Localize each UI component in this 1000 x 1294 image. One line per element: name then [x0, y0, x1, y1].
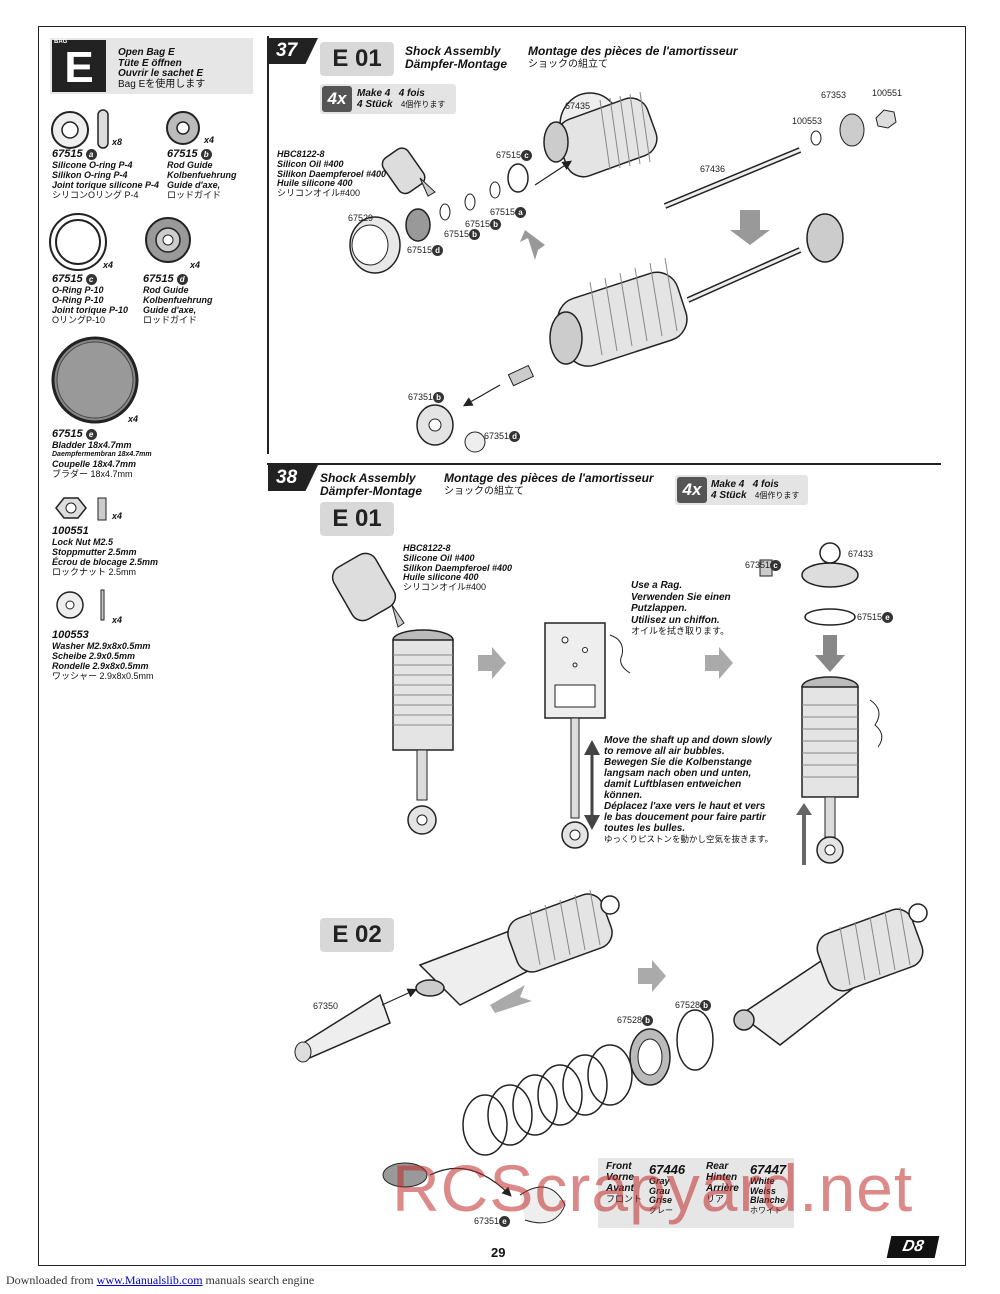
- footer: Downloaded from www.Manualslib.com manua…: [6, 1273, 315, 1287]
- cap-67433-icon: [759, 542, 859, 588]
- parts-illustrations: [49, 109, 200, 621]
- spring-color-box: [598, 1158, 794, 1228]
- step-37-oil-note: HBC8122-8 Silicon Oil #400 Silikon Daemp…: [277, 149, 387, 199]
- shock-assembled-e02-icon: [415, 889, 620, 1006]
- step-divider: [267, 463, 941, 465]
- cone-67350-icon: [294, 993, 391, 1063]
- shock-full-icon: [801, 676, 883, 864]
- bladder-e-icon: [804, 608, 856, 626]
- step-38-title: Shock Assembly Dämpfer-Montage: [320, 471, 423, 498]
- washer-nut-icon: [810, 109, 897, 147]
- washer-icon: [56, 589, 105, 621]
- d8-logo: D8: [886, 1236, 940, 1258]
- bag-tag: BAG: [54, 39, 68, 45]
- front-spring-label: Front Vorne Avant フロント: [606, 1161, 643, 1204]
- step-37-illustration: [349, 91, 897, 453]
- step-38-number: 38: [268, 465, 318, 491]
- bladder-icon: [51, 336, 139, 424]
- part-67515a: 67515 a Silicone O-ring P-4 Silikon O-ri…: [52, 148, 160, 200]
- part-67515b: 67515 b Rod Guide Kolbenfuehrung Guide d…: [167, 148, 237, 200]
- step-38-oil-note: HBC8122-8 Silicone Oil #400 Silikon Daem…: [403, 543, 513, 593]
- part-qty: x4: [190, 260, 201, 270]
- label-67353: 67353: [821, 90, 847, 100]
- shock-body-top-icon: [543, 91, 658, 178]
- part-100551: 100551 Lock Nut M2.5 Stoppmutter 2.5mm É…: [52, 525, 159, 577]
- label-67436: 67436: [700, 164, 726, 174]
- step-37-title-fr: Montage des pièces de l'amortisseur ショック…: [528, 44, 738, 71]
- part-100553: 100553 Washer M2.9x8x0.5mm Scheibe 2.9x0…: [52, 629, 154, 681]
- oil-bottle-icon: [381, 147, 436, 197]
- step-38-illustration: [294, 542, 928, 1224]
- part-qty: x4: [112, 511, 123, 521]
- step-37-number: 37: [268, 38, 318, 64]
- step-37-title: Shock Assembly Dämpfer-Montage: [405, 44, 508, 71]
- part-qty: x4: [103, 260, 114, 270]
- part-qty: x8: [112, 137, 123, 147]
- rod-guide-icon: [405, 208, 431, 242]
- part-67515d: 67515 d Rod Guide Kolbenfuehrung Guide d…: [143, 273, 213, 325]
- bag-letter: E: [52, 40, 106, 92]
- part-qty: x4: [112, 615, 123, 625]
- label-100551: 100551: [872, 88, 903, 98]
- rod-end-icon: [416, 364, 535, 453]
- label-100553: 100553: [792, 116, 823, 126]
- part-67515c: 67515 c O-Ring P-10 O-Ring P-10 Joint to…: [52, 273, 129, 325]
- watermark: RCScrapyard.net: [392, 1151, 914, 1225]
- label-67435: 67435: [565, 101, 591, 111]
- label-67350: 67350: [313, 1001, 339, 1011]
- spring-icon: [462, 1044, 633, 1156]
- step-38-sub-e01: E 01: [320, 502, 394, 536]
- rear-spring-part: 67447 White Weiss Blanche ホワイト: [750, 1162, 787, 1215]
- step-38-sub-e02: E 02: [320, 918, 394, 952]
- step-38-rag-note: Use a Rag. Verwenden Sie einen Putzlappe…: [631, 580, 731, 636]
- cap-67529-icon: [349, 216, 401, 274]
- rear-spring-label: Rear Hinten Arrière リア: [706, 1161, 739, 1204]
- shock-filled-icon: [392, 629, 454, 835]
- page-frame: [38, 26, 966, 1266]
- step-38-bubbles-note: Move the shaft up and down slowly to rem…: [604, 735, 774, 844]
- step-37-sub-e01: E 01: [320, 42, 394, 76]
- step-37-make-x: 4x: [322, 86, 352, 112]
- rod-guide-b-icon: [166, 111, 200, 145]
- small-oring-icon: [439, 181, 501, 221]
- bag-instructions: Open Bag E Tüte E öffnen Ouvrir le sache…: [118, 47, 206, 90]
- part-qty: x4: [128, 414, 139, 424]
- shaft-icon: [663, 147, 802, 209]
- shock-body-right-icon: [733, 903, 928, 1046]
- step-38-title-fr: Montage des pièces de l'amortisseur ショック…: [444, 471, 654, 498]
- spring-collar-icon: [629, 1009, 714, 1086]
- step-38-make-text: Make 4 4 fois 4 Stück 4個作ります: [711, 479, 800, 501]
- step-38-make-x: 4x: [677, 477, 707, 503]
- label-67529: 67529: [348, 213, 374, 223]
- step-37-make-text: Make 4 4 fois 4 Stück 4個作ります: [357, 88, 446, 110]
- part-qty: x4: [204, 135, 215, 145]
- lock-nut-icon: [55, 497, 107, 521]
- column-divider: [267, 36, 269, 454]
- shock-body-assembled-icon: [549, 213, 844, 367]
- shock-cutaway-icon: [544, 622, 631, 849]
- spring-cup-icon: [382, 1162, 566, 1224]
- oil-bottle-icon: [331, 552, 405, 628]
- manualslib-link[interactable]: www.Manualslib.com: [96, 1273, 203, 1287]
- oring-p10-icon: [49, 213, 107, 271]
- rod-guide-d-icon: [145, 217, 191, 263]
- label-67433: 67433: [848, 549, 874, 559]
- front-spring-part: 67446 Gray Grau Grise グレー: [649, 1162, 686, 1215]
- oring-p4-icon: [51, 109, 109, 149]
- part-67515e: 67515 e Bladder 18x4.7mm Daempfermembran…: [52, 428, 152, 479]
- page-number: 29: [491, 1245, 506, 1260]
- oring-c-icon: [507, 163, 529, 193]
